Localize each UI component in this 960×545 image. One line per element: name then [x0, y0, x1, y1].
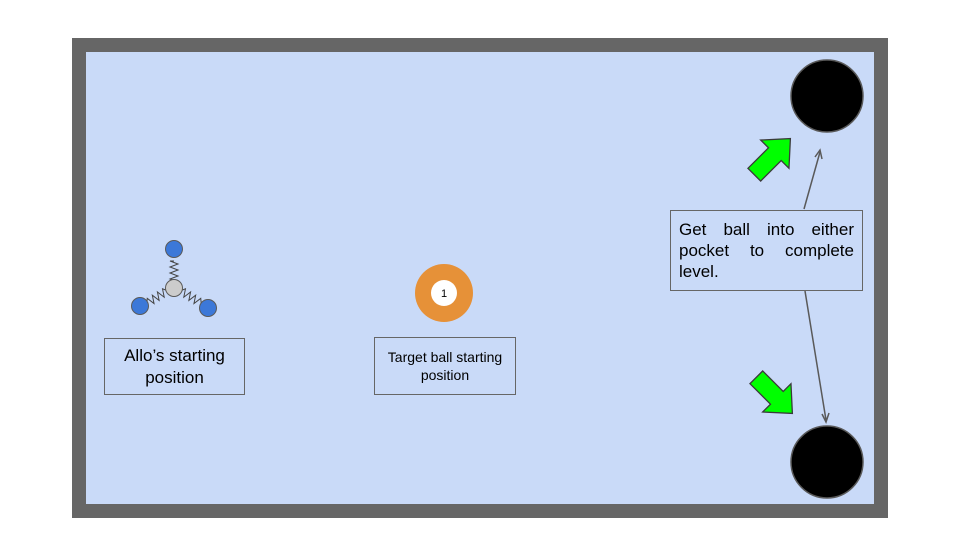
allo-hub	[165, 279, 183, 297]
target-ball-start-label-text: Target ball starting position	[387, 349, 503, 383]
billiard-ball-icon: 1	[415, 264, 473, 322]
callout-pointer-top	[803, 148, 823, 210]
pocket-top-icon	[790, 59, 864, 133]
spring-right	[180, 288, 202, 305]
arrow-up-right-icon	[747, 137, 792, 182]
allo-robot-icon	[131, 240, 217, 317]
allo-node-left	[131, 297, 149, 315]
allo-start-label: Allo’s starting position	[104, 338, 245, 395]
spring-left	[146, 288, 168, 305]
goal-callout: Get ball into either pocket to complete …	[670, 210, 863, 291]
ball-number: 1	[441, 288, 447, 300]
goal-callout-text: Get ball into either pocket to complete …	[679, 220, 854, 281]
allo-node-right	[199, 299, 217, 317]
target-ball-start-label: Target ball starting position	[374, 337, 516, 395]
allo-start-label-text: Allo’s starting position	[124, 345, 225, 387]
arrow-down-right-icon	[749, 370, 794, 415]
pool-table	[72, 38, 888, 518]
ball-center	[431, 280, 457, 306]
callout-pointer-bottom	[804, 290, 830, 424]
allo-node-top	[165, 240, 183, 258]
pocket-bottom-icon	[790, 425, 864, 499]
